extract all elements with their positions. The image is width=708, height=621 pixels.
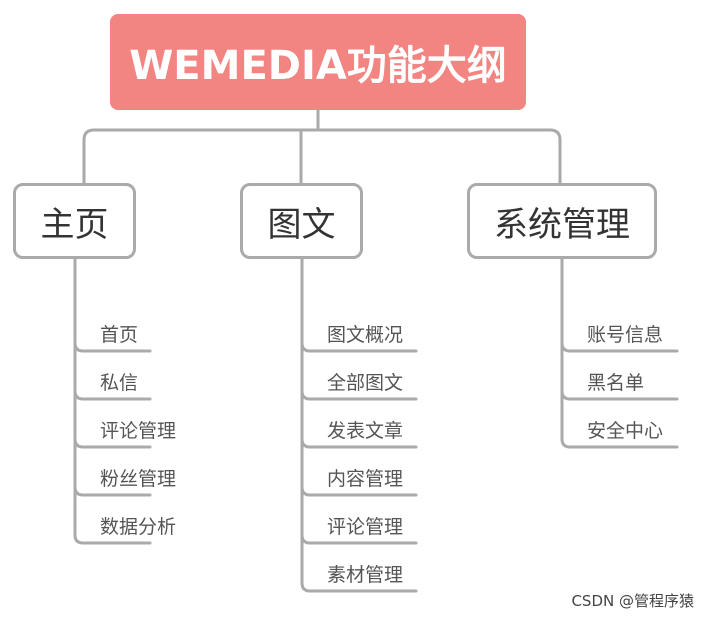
category-article-label: 图文 xyxy=(267,204,336,245)
leaf-item: 全部图文 xyxy=(327,372,404,394)
leaf-underline xyxy=(300,485,418,497)
leaf-item: 安全中心 xyxy=(587,420,664,442)
leaf-underline xyxy=(73,485,152,497)
top-bracket-line xyxy=(82,128,562,185)
leaf-underline xyxy=(300,437,418,449)
category-home-label: 主页 xyxy=(40,204,109,245)
category-system-label: 系统管理 xyxy=(494,204,630,245)
leaf-underline xyxy=(300,533,418,545)
leaf-underline xyxy=(560,389,679,401)
leaf-item: 账号信息 xyxy=(587,324,664,346)
leaf-underline xyxy=(560,437,679,449)
leaf-item: 素材管理 xyxy=(327,564,404,586)
category-home: 主页 xyxy=(13,183,136,259)
leaf-item: 发表文章 xyxy=(327,420,404,442)
leaf-underline xyxy=(300,341,418,353)
leaf-underline xyxy=(300,389,418,401)
category-article: 图文 xyxy=(240,183,363,259)
root-topic: WEMEDIA功能大纲 xyxy=(110,14,526,110)
leaf-underline xyxy=(73,389,152,401)
leaf-item: 图文概况 xyxy=(327,324,404,346)
leaf-item: 首页 xyxy=(100,324,139,346)
category-system: 系统管理 xyxy=(467,183,657,259)
leaf-underline xyxy=(73,437,152,449)
leaf-item: 私信 xyxy=(100,372,139,394)
leaf-item: 数据分析 xyxy=(100,516,177,538)
watermark: CSDN @管程序猿 xyxy=(571,592,694,610)
leaf-item: 评论管理 xyxy=(327,516,404,538)
leaf-underline xyxy=(73,533,152,545)
leaf-item: 评论管理 xyxy=(100,420,177,442)
leaf-underline xyxy=(300,581,418,593)
leaf-item: 内容管理 xyxy=(327,468,404,490)
leaf-item: 黑名单 xyxy=(587,372,645,394)
leaf-underline xyxy=(560,341,679,353)
leaf-underline xyxy=(73,341,152,353)
root-topic-label: WEMEDIA功能大纲 xyxy=(129,43,507,89)
leaf-item: 粉丝管理 xyxy=(100,468,177,490)
